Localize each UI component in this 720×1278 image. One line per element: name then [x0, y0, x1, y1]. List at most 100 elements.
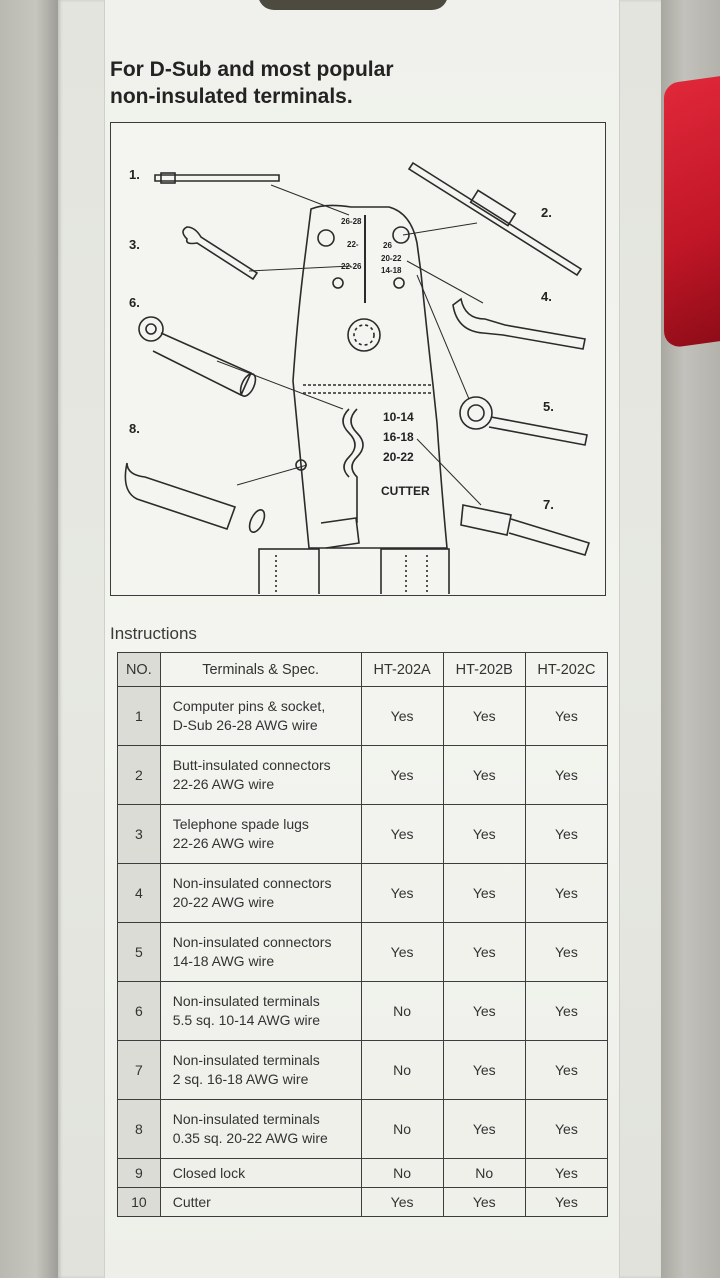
row-spec-line-1: Telephone spade lugs	[172, 816, 309, 832]
row-terminals: Closed lock	[159, 1158, 362, 1188]
table-row: 2 Butt-insulated connectors 22-26 AWG wir…	[117, 745, 609, 805]
row-terminals: Non-insulated connectors 14-18 AWG wire	[159, 922, 362, 982]
header-ht-202b: HT-202B	[442, 652, 526, 687]
header-no: NO.	[117, 652, 161, 687]
row-number: 2	[117, 745, 161, 805]
row-ht-202c: Yes	[524, 1099, 609, 1159]
row-number: 1	[117, 686, 161, 746]
header-terminals: Terminals & Spec.	[159, 652, 362, 687]
row-number: 4	[117, 863, 161, 923]
row-ht-202a: No	[360, 981, 444, 1041]
row-ht-202b: Yes	[442, 863, 526, 923]
row-ht-202b: No	[442, 1158, 526, 1188]
table-row: 5 Non-insulated connectors 14-18 AWG wire…	[117, 922, 609, 982]
row-spec-line-1: Non-insulated connectors	[172, 934, 332, 950]
row-number: 6	[117, 981, 161, 1041]
cutter-blade	[320, 517, 360, 549]
die-label-10-14: 10-14	[383, 410, 414, 424]
row-ht-202c: Yes	[524, 804, 609, 864]
pivot-bolt	[347, 318, 381, 352]
row-spec-line-1: Non-insulated terminals	[172, 1052, 320, 1068]
row-ht-202a: Yes	[360, 804, 444, 864]
instructions-table: NO. Terminals & Spec. HT-202A HT-202B HT…	[117, 652, 609, 1217]
row-ht-202a: No	[360, 1040, 444, 1100]
callout-7: 7.	[543, 497, 554, 512]
lower-crimp-notches	[350, 408, 364, 523]
row-terminals: Computer pins & socket,D-Sub 26-28 AWG w…	[159, 686, 362, 746]
die-label-26-28: 26-28	[341, 217, 362, 226]
row-spec-line-2: 20-22 AWG wire	[172, 894, 275, 910]
row-ht-202a: Yes	[360, 1187, 444, 1217]
table-header-row: NO. Terminals & Spec. HT-202A HT-202B HT…	[117, 652, 609, 687]
row-ht-202a: No	[360, 1099, 444, 1159]
right-handle-grip	[380, 548, 450, 594]
row-ht-202b: Yes	[442, 686, 526, 746]
instructions-label: Instructions	[110, 624, 197, 643]
callout-1: 1.	[129, 167, 140, 182]
heading-line-1: For D-Sub and most popular	[110, 58, 394, 81]
row-ht-202c: Yes	[524, 981, 609, 1041]
crimper-diagram: 1. 2. 3. 4. 5. 6. 7. 8. 26-28 22- 26 20-…	[110, 122, 606, 596]
row-ht-202b: Yes	[442, 1099, 526, 1159]
row-spec-line-1: Butt-insulated connectors	[172, 757, 331, 773]
die-label-26: 26	[383, 241, 392, 250]
heading-line-2: non-insulated terminals.	[110, 85, 353, 108]
row-ht-202b: Yes	[442, 922, 526, 982]
terminal-1-pin	[154, 174, 280, 182]
row-ht-202b: Yes	[442, 804, 526, 864]
row-number: 9	[117, 1158, 161, 1188]
row-terminals: Telephone spade lugs 22-26 AWG wire	[159, 804, 362, 864]
terminal-2-butt-connector	[407, 161, 583, 277]
terminal-8-fork-lug	[124, 462, 237, 531]
row-ht-202a: Yes	[360, 863, 444, 923]
row-ht-202b: Yes	[442, 1040, 526, 1100]
die-label-22: 22-	[347, 240, 359, 249]
header-ht-202a: HT-202A	[360, 652, 444, 687]
row-ht-202a: Yes	[360, 686, 444, 746]
row-spec-line-2: 0.35 sq. 20-22 AWG wire	[172, 1130, 328, 1146]
row-spec-line-2: 14-18 AWG wire	[172, 953, 275, 969]
die-hole-1	[317, 229, 335, 247]
left-handle-grip	[258, 548, 320, 594]
row-number: 5	[117, 922, 161, 982]
die-label-22-26: 22-26	[341, 262, 362, 271]
die-label-20-22: 20-22	[381, 254, 402, 263]
row-spec-line-2: 2 sq. 16-18 AWG wire	[172, 1071, 309, 1087]
row-ht-202b: Yes	[442, 981, 526, 1041]
row-ht-202b: Yes	[442, 745, 526, 805]
row-number: 8	[117, 1099, 161, 1159]
row-ht-202c: Yes	[524, 1040, 609, 1100]
table-row: 4 Non-insulated connectors 20-22 AWG wire…	[117, 863, 609, 923]
row-number: 10	[117, 1187, 161, 1217]
red-tool-handle	[664, 76, 720, 349]
terminal-4-fork	[452, 297, 586, 350]
row-terminals: Non-insulated terminals 2 sq. 16-18 AWG w…	[159, 1040, 362, 1100]
table-row: 10 Cutter Yes Yes Yes	[117, 1187, 609, 1217]
row-spec-line-2: 22-26 AWG wire	[172, 835, 275, 851]
table-row: 1 Computer pins & socket,D-Sub 26-28 AWG…	[117, 686, 609, 746]
row-terminals: Non-insulated connectors 20-22 AWG wire	[159, 863, 362, 923]
row-ht-202c: Yes	[524, 1158, 609, 1188]
row-spec-line-2: D-Sub 26-28 AWG wire	[172, 717, 318, 733]
lower-die-labels: 10-14 16-18 20-22 CUTTER	[381, 410, 430, 498]
row-ht-202c: Yes	[524, 863, 609, 923]
die-hole-2	[392, 226, 410, 244]
row-ht-202c: Yes	[524, 686, 609, 746]
row-terminals: Butt-insulated connectors 22-26 AWG wire	[159, 745, 362, 805]
row-spec-line-2: 22-26 AWG wire	[172, 776, 275, 792]
row-ht-202c: Yes	[524, 745, 609, 805]
row-ht-202a: Yes	[360, 922, 444, 982]
die-label-14-18: 14-18	[381, 266, 402, 275]
row-ht-202a: Yes	[360, 745, 444, 805]
row-ht-202c: Yes	[524, 922, 609, 982]
header-ht-202c: HT-202C	[524, 652, 609, 687]
die-hole-3	[332, 277, 344, 289]
row-spec-line-1: Non-insulated connectors	[172, 875, 332, 891]
card-heading: For D-Sub and most popular non-insulated…	[110, 56, 394, 110]
row-spec-line-2: 5.5 sq. 10-14 AWG wire	[172, 1012, 321, 1028]
